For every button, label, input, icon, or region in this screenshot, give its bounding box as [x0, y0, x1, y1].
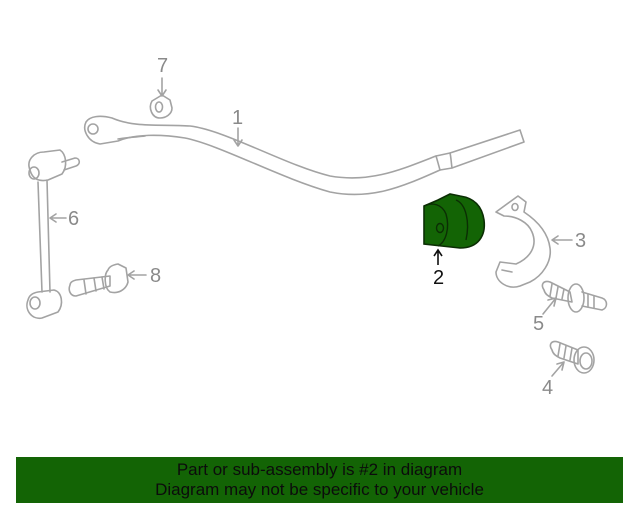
bushing-part-2[interactable]: [423, 193, 486, 265]
stabilizer-bar-part-1[interactable]: [84, 115, 525, 196]
callout-2[interactable]: 2: [433, 267, 445, 289]
banner-line-part-number: Part or sub-assembly is #2 in diagram: [176, 460, 463, 479]
callout-1[interactable]: 1: [232, 107, 244, 129]
nut-part-7[interactable]: [149, 94, 173, 119]
callout-4[interactable]: 4: [542, 377, 554, 399]
callout-7[interactable]: 7: [157, 55, 169, 77]
callout-6[interactable]: 6: [68, 208, 80, 230]
callout-5[interactable]: 5: [533, 313, 545, 335]
bolt-part-8[interactable]: [68, 263, 129, 297]
stabilizer-link-part-6[interactable]: [26, 149, 81, 320]
callout-3[interactable]: 3: [575, 230, 587, 252]
stud-part-5[interactable]: [541, 280, 608, 313]
callout-8[interactable]: 8: [150, 265, 162, 287]
bolt-part-4[interactable]: [549, 340, 595, 374]
bracket-part-3[interactable]: [495, 195, 552, 288]
banner-line-disclaimer: Diagram may not be specific to your vehi…: [155, 480, 484, 499]
parts-diagram: [26, 77, 608, 377]
info-banner: Part or sub-assembly is #2 in diagram Di…: [16, 457, 623, 503]
callout-leaders: [49, 77, 573, 377]
